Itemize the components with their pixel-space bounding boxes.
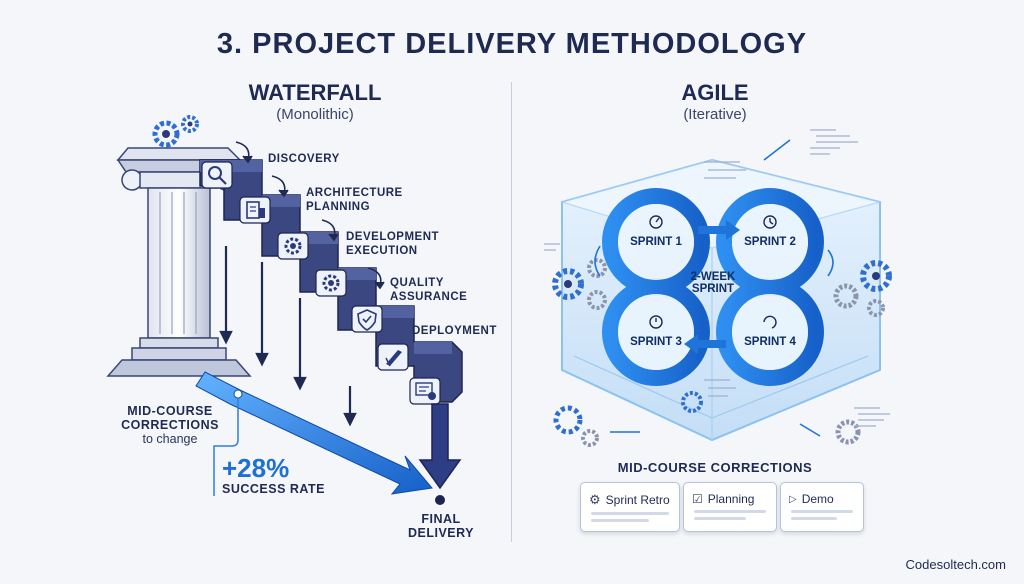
sprint-3-label: SPRINT 3 bbox=[630, 336, 682, 348]
card-demo[interactable]: ▷ Demo bbox=[780, 482, 864, 532]
gears-left-icon bbox=[552, 258, 607, 310]
sprint-center: 2-WEEK SPRINT bbox=[683, 271, 743, 295]
final-line-1: FINAL bbox=[421, 512, 461, 526]
column-divider bbox=[511, 82, 512, 542]
timer-icon bbox=[649, 315, 663, 329]
card-label: Sprint Retro bbox=[605, 493, 670, 507]
success-ribbon bbox=[195, 371, 433, 496]
final-arrow bbox=[418, 403, 462, 505]
stopwatch-icon bbox=[649, 215, 663, 229]
step-icon-deployment bbox=[377, 343, 409, 371]
down-arrows bbox=[219, 246, 357, 427]
success-rate: +28% SUCCESS RATE bbox=[222, 454, 325, 496]
step-icon-quality bbox=[315, 269, 347, 297]
success-value: +28% bbox=[222, 453, 290, 483]
agile-subtitle: (Iterative) bbox=[683, 106, 747, 123]
final-delivery: FINAL DELIVERY bbox=[396, 512, 486, 540]
agile-diagram bbox=[544, 129, 892, 447]
success-label: SUCCESS RATE bbox=[222, 482, 326, 496]
gear-icon: ⚙ bbox=[589, 492, 601, 507]
checklist-icon: ☑ bbox=[692, 492, 703, 506]
card-planning[interactable]: ☑ Planning bbox=[683, 482, 777, 532]
step-label-deployment: DEPLOYMENT bbox=[412, 325, 497, 337]
corrections-line-2: CORRECTIONS bbox=[121, 418, 219, 432]
loop-arrows bbox=[684, 220, 740, 354]
hexagon-prism bbox=[559, 158, 883, 442]
corrections-line-3: to change bbox=[142, 432, 198, 446]
waterfall-diagram bbox=[106, 115, 463, 505]
gears-right-icon bbox=[833, 260, 892, 317]
waterfall-title: WATERFALL bbox=[248, 80, 382, 105]
side-arrows bbox=[594, 139, 834, 437]
sprint-2-label: SPRINT 2 bbox=[744, 236, 796, 248]
step-icon-architecture bbox=[239, 196, 271, 224]
agile-title: AGILE bbox=[681, 80, 749, 105]
card-sprint-retro[interactable]: ⚙ Sprint Retro bbox=[580, 482, 680, 532]
center-line-1: 2-WEEK bbox=[690, 271, 736, 283]
center-line-2: SPRINT bbox=[691, 283, 735, 295]
step-icon-release bbox=[409, 377, 441, 405]
corrections-line-1: MID-COURSE bbox=[127, 404, 213, 418]
step-icon-shield bbox=[351, 305, 383, 333]
card-label: Demo bbox=[801, 492, 834, 506]
step-icon-development bbox=[277, 232, 309, 260]
waterfall-corrections: MID-COURSE CORRECTIONS to change bbox=[110, 404, 230, 446]
gears-bottom-icon bbox=[553, 391, 861, 447]
agile-corrections-title: MID-COURSE CORRECTIONS bbox=[617, 460, 813, 475]
sprint-1-label: SPRINT 1 bbox=[630, 236, 682, 248]
step-icon-discovery bbox=[201, 161, 233, 189]
refresh-icon bbox=[763, 315, 777, 329]
sprint-loops bbox=[602, 188, 824, 386]
page-title: 3. PROJECT DELIVERY METHODOLOGY bbox=[216, 28, 808, 60]
curved-arrows bbox=[235, 141, 385, 290]
code-snippets bbox=[544, 129, 890, 427]
sprint-4-label: SPRINT 4 bbox=[744, 336, 796, 348]
card-label: Planning bbox=[707, 492, 755, 506]
gear-cluster-icon bbox=[152, 115, 199, 148]
clock-icon bbox=[763, 215, 777, 229]
play-icon: ▷ bbox=[789, 493, 797, 505]
sprint-loop-centers bbox=[618, 204, 808, 370]
brand-text: Codesoltech.com bbox=[905, 557, 1006, 572]
waterfall-subtitle: (Monolithic) bbox=[276, 106, 354, 123]
step-label-discovery: DISCOVERY bbox=[268, 153, 340, 165]
final-line-2: DELIVERY bbox=[407, 526, 475, 540]
